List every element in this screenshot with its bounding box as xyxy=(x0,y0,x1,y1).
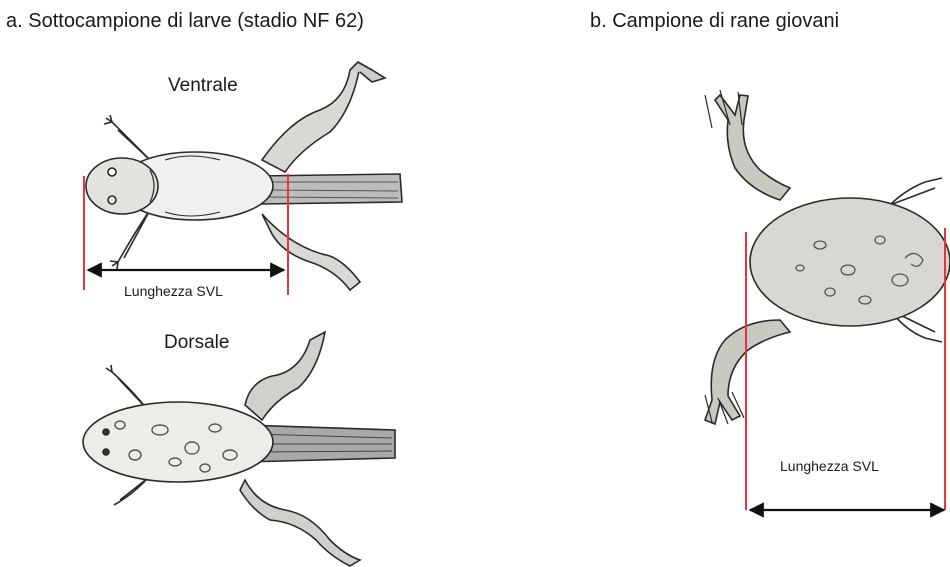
ventral-larva-illustration xyxy=(86,62,402,290)
juvenile-frog-illustration xyxy=(705,90,950,424)
dorsal-larva-illustration xyxy=(83,332,395,566)
